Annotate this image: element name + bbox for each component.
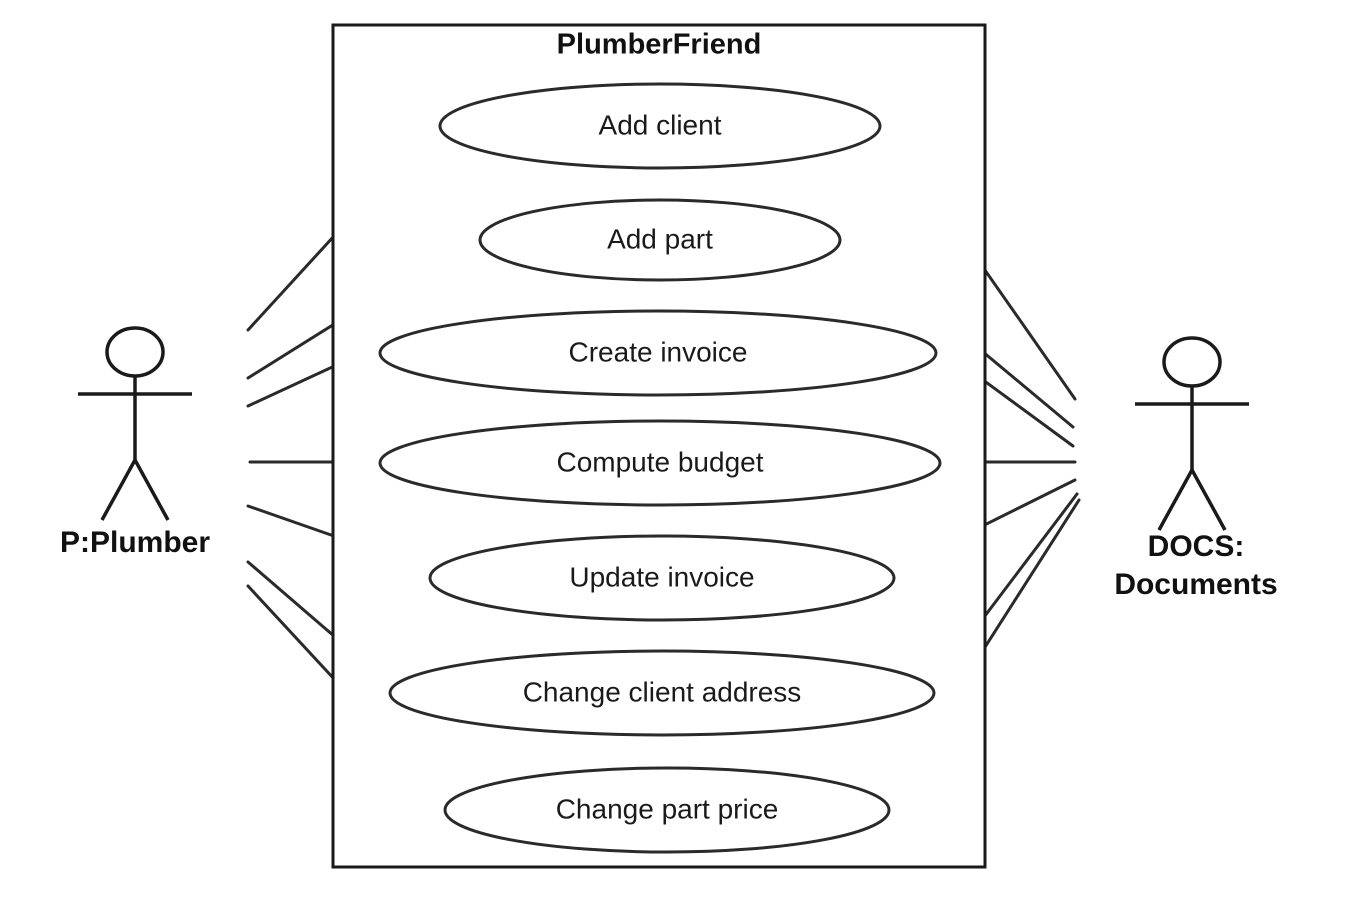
actor-label-docs-line-1: Documents	[1114, 568, 1277, 601]
actor-head-icon	[105, 326, 165, 378]
actor-docs[interactable]: DOCS: Documents	[1114, 336, 1278, 601]
use-case-ellipse-create-invoice	[378, 309, 938, 397]
actor-plumber[interactable]: P:Plumber	[60, 326, 210, 559]
use-case-compute-budget[interactable]: Compute budget	[378, 419, 942, 507]
use-case-update-invoice[interactable]: Update invoice	[428, 534, 896, 622]
system-title: PlumberFriend	[557, 29, 762, 61]
actor-label-plumber-line-0: P:Plumber	[60, 526, 210, 559]
use-case-label-add-client: Add client	[599, 109, 722, 140]
use-case-change-client-address[interactable]: Change client address	[388, 649, 936, 737]
use-case-label-change-part-price: Change part price	[556, 793, 779, 824]
actors-group: P:Plumber DOCS: Documents	[60, 326, 1278, 601]
use-case-add-part[interactable]: Add part	[478, 198, 842, 282]
use-case-ellipse-compute-budget	[378, 419, 942, 507]
actor-leg-left-icon	[1157, 469, 1194, 531]
use-case-label-add-part: Add part	[607, 223, 713, 254]
use-case-ellipse-change-part-price	[443, 766, 891, 854]
use-case-ellipse-change-client-address	[388, 649, 936, 737]
use-case-create-invoice[interactable]: Create invoice	[378, 309, 938, 397]
use-case-ellipse-update-invoice	[428, 534, 896, 622]
use-case-label-compute-budget: Compute budget	[556, 446, 763, 477]
use-case-label-update-invoice: Update invoice	[569, 561, 754, 592]
use-case-label-change-client-address: Change client address	[523, 676, 802, 707]
use-case-add-client[interactable]: Add client	[438, 82, 882, 170]
actor-leg-left-icon	[100, 459, 137, 521]
use-case-label-create-invoice: Create invoice	[569, 336, 748, 367]
actor-leg-right-icon	[1190, 469, 1227, 531]
actor-head-icon	[1162, 336, 1222, 388]
use-case-ellipse-add-part	[478, 198, 842, 282]
actor-label-docs-line-0: DOCS:	[1148, 530, 1245, 563]
use-case-ellipse-add-client	[438, 82, 882, 170]
use-case-change-part-price[interactable]: Change part price	[443, 766, 891, 854]
actor-leg-right-icon	[133, 459, 170, 521]
